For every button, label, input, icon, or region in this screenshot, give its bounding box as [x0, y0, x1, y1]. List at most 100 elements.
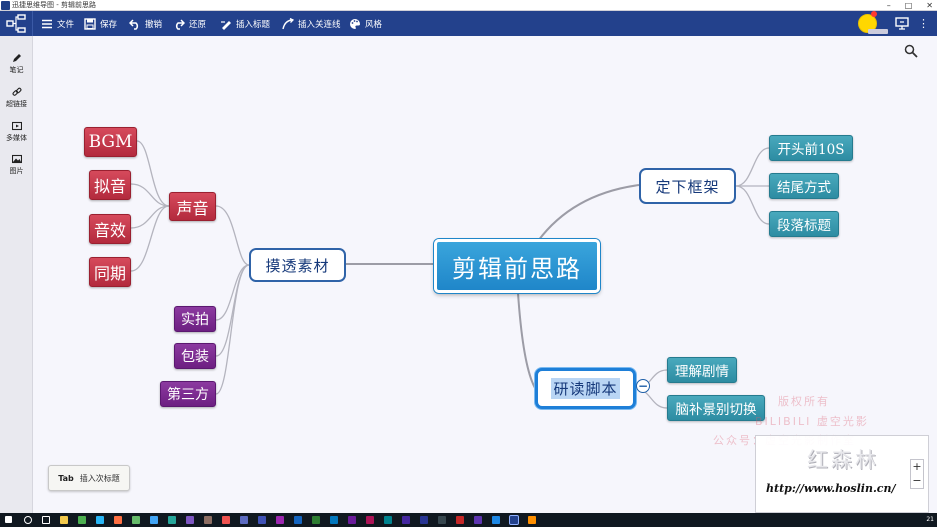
subtopic-third-party[interactable]: 第三方	[160, 381, 216, 407]
subtopic-text: 拟音	[93, 177, 126, 196]
main-toolbar: 文件 保存 撤销 还原 插入标题 插入关连线 风格 ⋮	[0, 11, 937, 36]
main-topic-framework[interactable]: 定下框架	[639, 168, 736, 204]
app-icon[interactable]	[330, 516, 338, 524]
watermark-line2: BILIBILI 虚空光影	[755, 415, 869, 428]
insert-topic-button[interactable]: 插入标题	[220, 11, 270, 36]
relation-line-icon	[282, 17, 294, 29]
subtopic-text: 结尾方式	[777, 180, 831, 196]
app-icon[interactable]	[528, 516, 536, 524]
subtopic-understand-plot[interactable]: 理解剧情	[667, 357, 737, 383]
subtopic-bgm[interactable]: BGM	[84, 127, 137, 157]
style-button[interactable]: 风格	[349, 11, 382, 36]
app-icon[interactable]	[204, 516, 212, 524]
app-icon[interactable]	[96, 516, 104, 524]
image-icon	[11, 154, 22, 164]
toolbar-divider	[32, 11, 33, 36]
subtopic-text: 理解剧情	[675, 364, 729, 380]
app-icon[interactable]	[492, 516, 500, 524]
vip-badge	[868, 29, 888, 34]
app-icon[interactable]	[78, 516, 86, 524]
app-icon[interactable]	[186, 516, 194, 524]
window-title: 迅捷思维导图 - 剪辑前思路	[12, 1, 96, 9]
app-icon[interactable]	[258, 516, 266, 524]
app-icon[interactable]	[384, 516, 392, 524]
sidebar-item-hyperlink[interactable]: 超链接	[0, 87, 33, 109]
app-icon[interactable]	[456, 516, 464, 524]
style-label: 风格	[365, 19, 383, 30]
subtopic-packaging[interactable]: 包装	[174, 343, 216, 369]
app-icon[interactable]	[168, 516, 176, 524]
menu-icon	[42, 19, 52, 28]
app-icon[interactable]	[276, 516, 284, 524]
app-icon[interactable]	[240, 516, 248, 524]
subtopic-sfx[interactable]: 音效	[89, 214, 131, 244]
presentation-icon[interactable]	[895, 16, 909, 30]
sidebar-item-image[interactable]: 图片	[0, 154, 33, 176]
sidebar-item-media[interactable]: 多媒体	[0, 121, 33, 143]
subtopic-text: 段落标题	[777, 218, 831, 234]
user-avatar[interactable]	[858, 14, 877, 33]
undo-button[interactable]: 撤销	[129, 11, 162, 36]
insert-subtopic-hint[interactable]: Tab 插入次标题	[48, 465, 130, 491]
maximize-icon[interactable]: □	[904, 1, 913, 10]
app-icon[interactable]	[420, 516, 428, 524]
subtopic-sound[interactable]: 声音	[169, 192, 216, 221]
start-icon[interactable]	[5, 516, 12, 523]
search-taskbar-icon[interactable]	[24, 516, 32, 524]
more-options-icon[interactable]: ⋮	[918, 17, 929, 30]
mindmap-taskbar-icon[interactable]	[509, 515, 519, 525]
app-icon[interactable]	[348, 516, 356, 524]
pen-icon	[12, 54, 21, 62]
redo-button[interactable]: 还原	[173, 11, 206, 36]
mindmap-logo-icon[interactable]	[6, 14, 26, 33]
minimize-icon[interactable]: –	[886, 1, 891, 10]
insert-link-label: 插入关连线	[298, 19, 341, 30]
main-topic-text: 摸透素材	[265, 256, 330, 275]
subtopic-text: 开头前10S	[777, 142, 845, 158]
palette-icon	[350, 18, 360, 29]
app-icon[interactable]	[222, 516, 230, 524]
app-icon[interactable]	[366, 516, 374, 524]
main-topic-script-study[interactable]: 研读脚本	[535, 368, 636, 409]
close-icon[interactable]: ✕	[926, 1, 933, 10]
insert-link-button[interactable]: 插入关连线	[282, 11, 341, 36]
collapse-toggle-icon[interactable]: −	[636, 379, 650, 393]
link-icon	[12, 87, 21, 96]
task-view-icon[interactable]	[42, 516, 50, 524]
app-icon[interactable]	[402, 516, 410, 524]
taskbar-clock: 21	[926, 516, 934, 523]
subtopic-live-shoot[interactable]: 实拍	[174, 306, 216, 332]
sidebar-item-notes[interactable]: 笔记	[0, 53, 33, 75]
subtopic-text: 同期	[93, 264, 126, 283]
folder-icon[interactable]	[60, 516, 68, 524]
subtopic-sync-sound[interactable]: 同期	[89, 257, 131, 287]
wechat-icon[interactable]	[132, 516, 140, 524]
app-icon[interactable]	[312, 516, 320, 524]
brand-name: 红森林	[807, 448, 879, 472]
main-topic-text: 定下框架	[655, 177, 720, 196]
insert-topic-icon	[221, 20, 231, 30]
main-topic-text: 研读脚本	[551, 378, 620, 399]
search-icon[interactable]	[904, 44, 918, 58]
app-icon[interactable]	[114, 516, 122, 524]
mindmap-canvas[interactable]: 剪辑前思路 摸透素材 声音 BGM 拟音 音效 同期 实拍 包装 第三方 定下框…	[33, 36, 937, 513]
subtopic-first-10s[interactable]: 开头前10S	[769, 135, 853, 161]
app-icon[interactable]	[474, 516, 482, 524]
app-icon[interactable]	[150, 516, 158, 524]
subtopic-imagine-shots[interactable]: 脑补景别切换	[667, 395, 765, 421]
main-topic-material[interactable]: 摸透素材	[249, 248, 346, 282]
subtopic-text: 第三方	[167, 387, 209, 403]
central-topic[interactable]: 剪辑前思路	[434, 239, 600, 293]
file-menu-button[interactable]: 文件	[41, 11, 74, 36]
watermark-line1: 版权所有	[778, 395, 830, 408]
app-icon[interactable]	[294, 516, 302, 524]
save-button[interactable]: 保存	[84, 11, 117, 36]
app-icon[interactable]	[438, 516, 446, 524]
zoom-in-button[interactable]: +	[912, 460, 922, 473]
zoom-out-button[interactable]: −	[912, 474, 922, 487]
subtopic-ending[interactable]: 结尾方式	[769, 173, 839, 199]
subtopic-foley[interactable]: 拟音	[89, 170, 131, 200]
subtopic-text: 脑补景别切换	[675, 402, 757, 418]
notification-dot-icon	[871, 11, 877, 17]
subtopic-section-title[interactable]: 段落标题	[769, 211, 839, 237]
